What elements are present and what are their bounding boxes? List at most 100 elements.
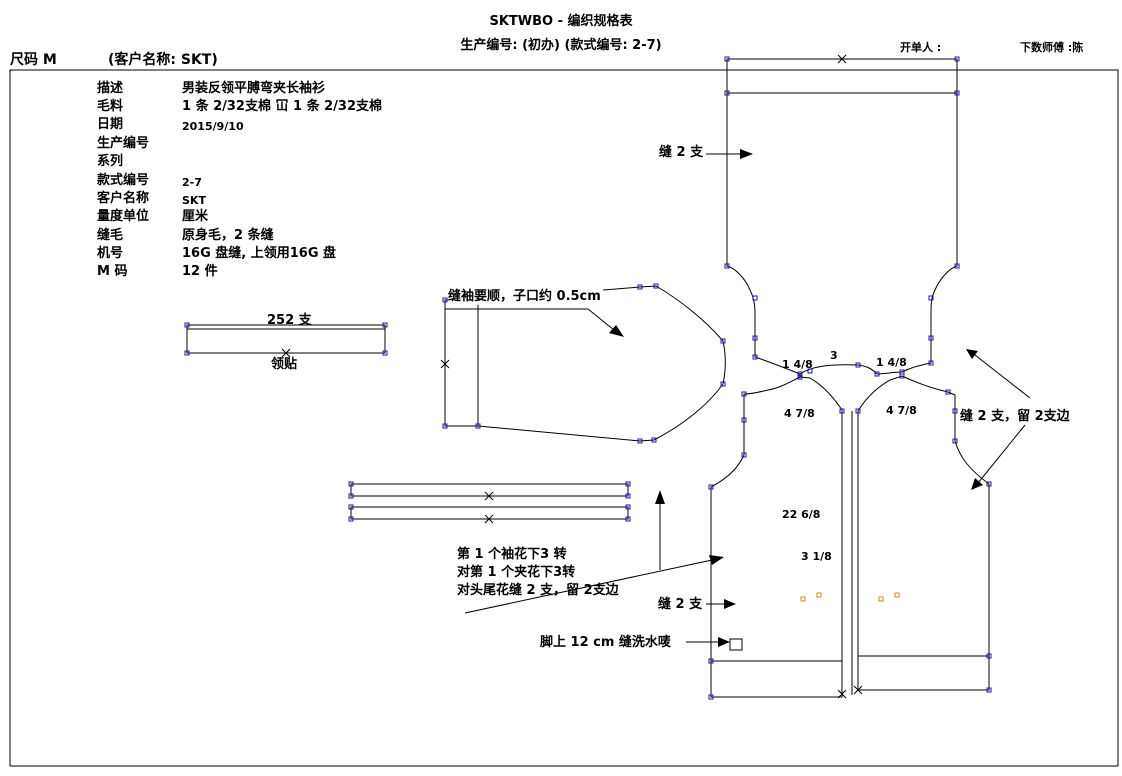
node xyxy=(382,322,388,328)
side-seam-arrow-up xyxy=(974,354,1031,399)
node xyxy=(986,653,992,659)
measure-placket: 3 1/8 xyxy=(801,550,832,563)
node xyxy=(855,362,861,368)
node xyxy=(741,391,747,397)
node xyxy=(954,56,960,62)
node xyxy=(708,658,714,664)
page-title: SKTWBO - 编织规格表 xyxy=(489,14,633,29)
front-right-panel xyxy=(857,375,990,691)
join-arrow-diag xyxy=(464,559,713,614)
side-seam-arrow-down xyxy=(977,424,1026,484)
sheet-frame xyxy=(9,69,1119,767)
join-note-line-1: 第 1 个袖花下3 转 xyxy=(457,547,567,562)
node xyxy=(348,481,354,487)
measure-armhole-right: 4 7/8 xyxy=(886,404,917,417)
node xyxy=(752,354,758,360)
button-mark xyxy=(800,596,806,602)
node xyxy=(651,437,657,443)
spec-key-yarn: 毛料 xyxy=(97,99,124,114)
wash-label-arrowhead xyxy=(718,637,730,647)
sleeve-note-arrow xyxy=(587,308,615,331)
spec-value-unit: 厘米 xyxy=(182,209,209,224)
button-mark xyxy=(878,596,884,602)
cross-mark-sleeve xyxy=(440,359,450,369)
collar-strip xyxy=(186,324,386,354)
node xyxy=(724,56,730,62)
spec-key-unit: 量度单位 xyxy=(97,209,150,224)
node xyxy=(382,350,388,356)
production-subtitle: 生产编号: (初办) (款式编号: 2-7) xyxy=(460,38,662,53)
node xyxy=(625,504,631,510)
collar-count-label: 252 支 xyxy=(267,313,312,328)
measure-shoulder-left: 1 4/8 xyxy=(782,358,813,371)
node xyxy=(625,516,631,522)
cross-mark-band-2 xyxy=(484,514,494,524)
button-mark xyxy=(894,592,900,598)
wash-label-marker xyxy=(729,638,743,651)
issuer-label: 开单人 : xyxy=(900,41,942,54)
node xyxy=(797,374,803,380)
node xyxy=(954,90,960,96)
front-seam-label: 缝 2 支 xyxy=(658,597,703,612)
side-seam-arrowhead-down xyxy=(971,478,983,490)
spec-value-yarn: 1 条 2/32支棉 冚 1 条 2/32支棉 xyxy=(182,99,383,114)
spec-key-description: 描述 xyxy=(97,81,124,96)
measure-body-length: 22 6/8 xyxy=(782,508,821,521)
rib-band-1 xyxy=(350,483,629,497)
node xyxy=(874,371,880,377)
front-left-panel xyxy=(710,376,843,698)
node xyxy=(986,687,992,693)
node xyxy=(954,263,960,269)
measure-neck: 3 xyxy=(830,349,838,362)
node xyxy=(653,283,659,289)
customer-label: (客户名称: SKT) xyxy=(108,52,218,68)
node xyxy=(952,438,958,444)
spec-key-production-no: 生产编号 xyxy=(97,136,150,151)
cross-mark-band-1 xyxy=(484,491,494,501)
node xyxy=(720,381,726,387)
node xyxy=(724,90,730,96)
cross-mark-hem-left xyxy=(837,689,847,699)
spec-value-seam: 原身毛，2 条缝 xyxy=(182,228,274,243)
spec-value-description: 男装反领平膊弯夹长袖衫 xyxy=(182,81,326,96)
node xyxy=(720,338,726,344)
wash-label-note: 脚上 12 cm 缝洗水唛 xyxy=(540,635,671,650)
neckline xyxy=(799,364,903,375)
node xyxy=(625,481,631,487)
node xyxy=(184,350,190,356)
node xyxy=(724,263,730,269)
join-note-line-2: 对第 1 个夹花下3转 xyxy=(457,565,576,580)
spec-key-series: 系列 xyxy=(97,154,124,169)
node xyxy=(625,493,631,499)
node xyxy=(928,295,934,301)
cross-mark-hem-right xyxy=(853,685,863,695)
node xyxy=(637,284,643,290)
node xyxy=(708,484,714,490)
master-label: 下数师傅 :陈 xyxy=(1020,41,1084,54)
collar-name-label: 领贴 xyxy=(271,357,298,372)
button-mark xyxy=(816,592,822,598)
node xyxy=(752,335,758,341)
sleeve-note-arrowhead xyxy=(609,325,624,337)
spec-value-date: 2015/9/10 xyxy=(182,120,244,133)
node xyxy=(442,423,448,429)
node xyxy=(855,408,861,414)
spec-key-seam: 缝毛 xyxy=(97,228,124,243)
node xyxy=(475,423,481,429)
node xyxy=(741,452,747,458)
cross-mark-collar xyxy=(281,348,291,358)
node xyxy=(348,516,354,522)
node xyxy=(807,368,813,374)
spec-key-machine: 机号 xyxy=(97,246,124,261)
node xyxy=(348,493,354,499)
cross-mark-back-top xyxy=(837,54,847,64)
back-panel xyxy=(726,58,958,375)
node xyxy=(986,481,992,487)
spec-value-machine: 16G 盘缝, 上领用16G 盘 xyxy=(182,246,337,261)
node xyxy=(752,295,758,301)
sleeve-note-label: 缝袖要顺，子口约 0.5cm xyxy=(448,289,603,305)
node xyxy=(348,504,354,510)
spec-key-style-no: 款式编号 xyxy=(97,173,150,188)
rib-band-2 xyxy=(350,506,629,520)
node xyxy=(899,373,905,379)
